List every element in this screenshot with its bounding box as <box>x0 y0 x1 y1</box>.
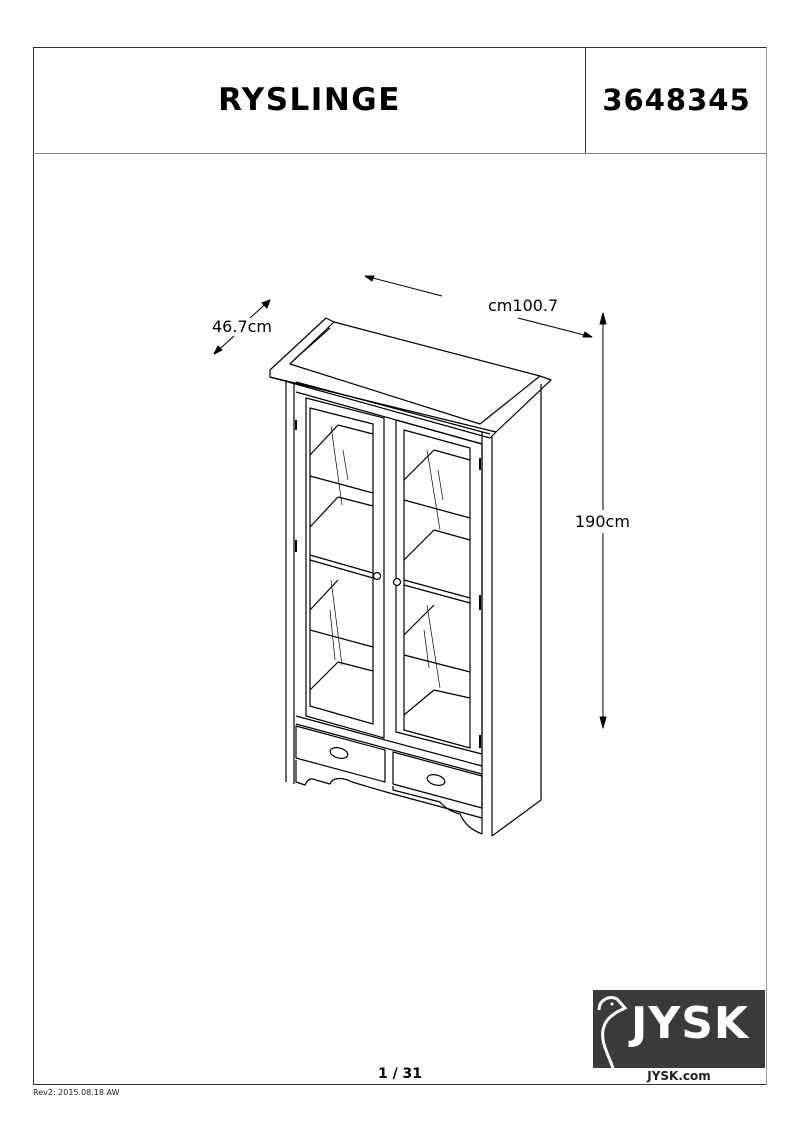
height-dimension-label: 190cm <box>575 512 630 531</box>
jysk-logo: JYSK <box>593 990 765 1068</box>
depth-dimension-label: 46.7cm <box>212 317 273 336</box>
logo-wordmark: JYSK <box>631 998 750 1049</box>
cabinet-top <box>269 317 552 439</box>
article-number: 3648345 <box>602 83 751 117</box>
revision-note: Rev2: 2015.08.18 AW <box>33 1088 120 1097</box>
cabinet-body <box>285 380 542 837</box>
product-title: RYSLINGE <box>218 82 401 118</box>
width-dimension-label: cm100.7 <box>488 296 559 315</box>
header-divider-horizontal <box>33 153 767 154</box>
bird-icon <box>597 996 628 1068</box>
header-divider-vertical <box>585 47 586 153</box>
brand-url: JYSK.com <box>647 1069 711 1083</box>
page-frame <box>33 47 767 1085</box>
page-indicator: 1 / 31 <box>377 1066 423 1082</box>
dimension-arrows <box>213 275 607 729</box>
